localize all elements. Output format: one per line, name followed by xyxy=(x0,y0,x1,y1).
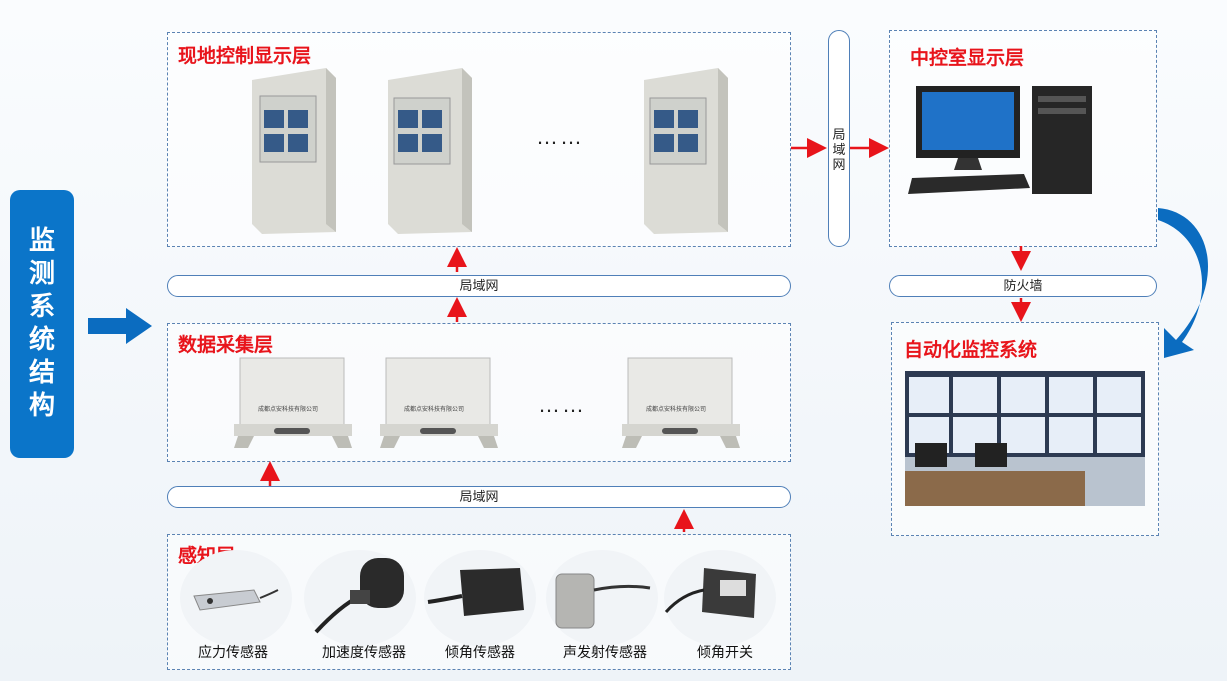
stress-sensor-icon xyxy=(193,589,279,611)
firewall-label: 防火墙 xyxy=(1003,278,1043,293)
acquisition-box-2 xyxy=(380,357,498,448)
automation-layer-title: 自动化监控系统 xyxy=(904,340,1038,361)
control-room-photo xyxy=(905,371,1145,506)
accelerometer-icon xyxy=(314,558,404,634)
sidebar-title: 监测系统结构 xyxy=(28,225,55,420)
lan-top: 局域网 xyxy=(167,275,791,297)
acquisition-box-1 xyxy=(234,357,352,448)
firewall: 防火墙 xyxy=(889,275,1157,297)
acquisition-layer-title: 数据采集层 xyxy=(178,335,274,356)
acoustic-sensor-label: 声发射传感器 xyxy=(563,644,647,660)
acoustic-emission-sensor-icon xyxy=(555,573,651,629)
tilt-switch-label: 倾角开关 xyxy=(697,644,753,660)
acquisition-box-1-label: 成都点安科技有限公司 xyxy=(258,407,319,413)
acquisition-ellipsis: …… xyxy=(538,392,586,417)
control-cabinet-3 xyxy=(644,68,728,234)
tilt-sensor-label: 倾角传感器 xyxy=(445,644,515,660)
lan-vertical: 局域网 xyxy=(828,30,850,247)
field-layer-title: 现地控制显示层 xyxy=(178,46,312,67)
control-cabinet-2 xyxy=(388,68,472,234)
accelerometer-label: 加速度传感器 xyxy=(322,644,406,660)
right-arrow-icon xyxy=(88,308,152,344)
lan-top-label: 局域网 xyxy=(459,278,499,293)
acquisition-box-3 xyxy=(622,357,740,448)
system-structure-label: 监测系统结构 xyxy=(10,190,74,458)
lan-bottom: 局域网 xyxy=(167,486,791,508)
field-ellipsis: …… xyxy=(536,124,584,149)
lan-bottom-label: 局域网 xyxy=(459,489,499,504)
central-layer-title: 中控室显示层 xyxy=(910,48,1025,69)
acquisition-box-3-label: 成都点安科技有限公司 xyxy=(646,407,707,413)
tilt-sensor-icon xyxy=(427,568,524,616)
acquisition-box-2-label: 成都点安科技有限公司 xyxy=(404,407,465,413)
stress-sensor-label: 应力传感器 xyxy=(198,644,268,660)
desktop-computer-icon xyxy=(908,86,1092,194)
curved-arrow-icon xyxy=(1158,208,1208,358)
tilt-switch-icon xyxy=(664,568,756,618)
lan-vertical-label: 局域网 xyxy=(832,127,846,172)
control-cabinet-1 xyxy=(252,68,336,234)
